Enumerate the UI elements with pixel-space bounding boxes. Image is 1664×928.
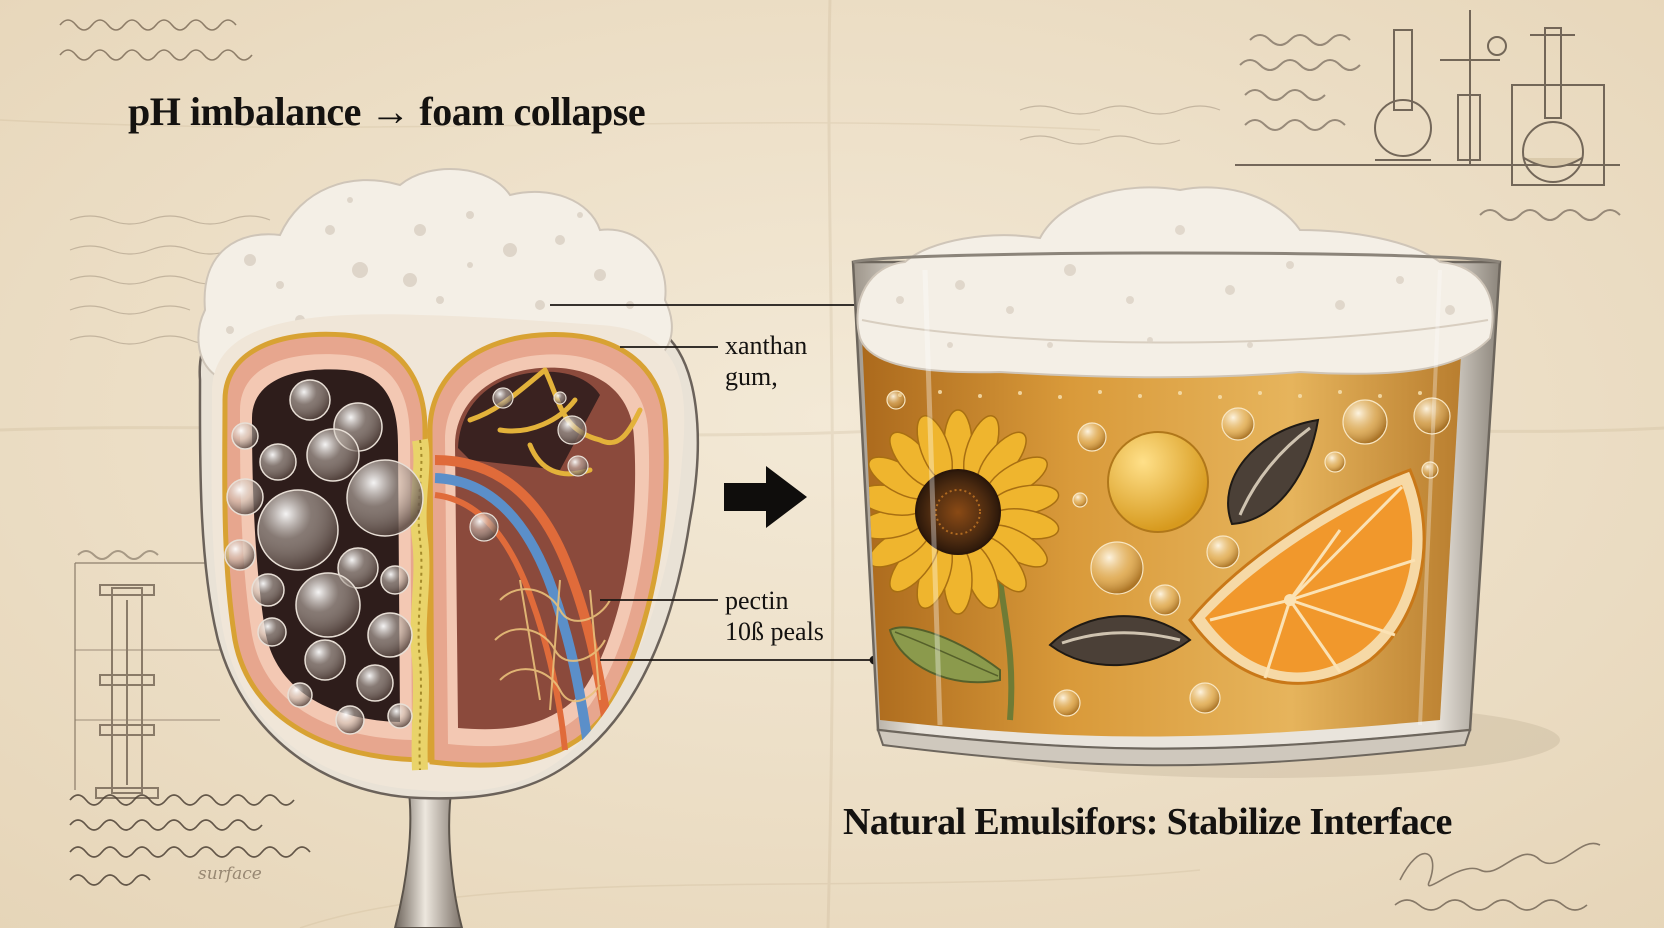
callout-xanthan-line2: gum, bbox=[725, 362, 778, 391]
emulsifiers-title: Natural Emulsifors: Stabilize Interface bbox=[843, 801, 1452, 843]
stable-bubbles bbox=[886, 390, 1451, 717]
emulsifier-droplet bbox=[1107, 431, 1209, 533]
background-scribbles bbox=[69, 105, 1221, 345]
lab-flask-icon bbox=[74, 550, 220, 799]
callout-pectin-line1: pectin bbox=[725, 586, 789, 615]
collapsing-foam-glass bbox=[197, 168, 700, 928]
unstable-bubbles bbox=[224, 379, 424, 735]
callout-xanthan-line1: xanthan bbox=[725, 331, 808, 360]
top-left-notes bbox=[59, 19, 253, 61]
signature bbox=[1394, 842, 1601, 911]
collapse-title: pH imbalance → foam collapse bbox=[128, 89, 646, 134]
seed-icon-bottom bbox=[1048, 615, 1192, 667]
bottom-left-notes bbox=[69, 794, 311, 886]
callout-pectin-line2: 10ß peals bbox=[725, 617, 824, 646]
stable-foam-head bbox=[856, 186, 1494, 379]
callout-pectin: pectin 10ß peals bbox=[725, 585, 824, 647]
apparatus-icon bbox=[1235, 10, 1621, 221]
arrow-right-icon bbox=[724, 466, 807, 528]
stabilized-foam-glass bbox=[851, 186, 1560, 778]
glass-stem bbox=[393, 784, 464, 928]
note-surface: surface bbox=[198, 864, 262, 884]
seed-icon bbox=[1227, 418, 1320, 526]
orange-slice-icon bbox=[1188, 468, 1426, 685]
callout-xanthan-gum: xanthan gum, bbox=[725, 330, 807, 392]
sunflower-icon bbox=[862, 409, 1060, 615]
